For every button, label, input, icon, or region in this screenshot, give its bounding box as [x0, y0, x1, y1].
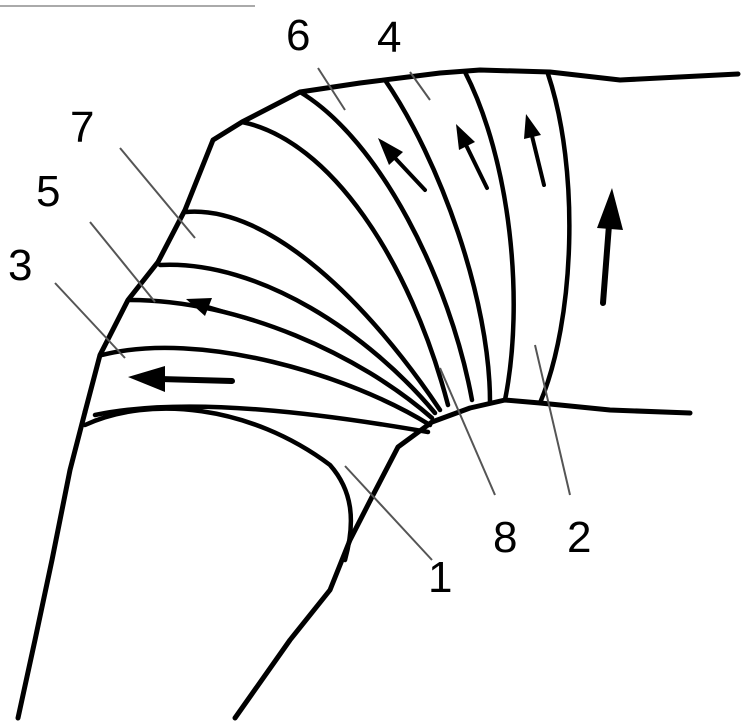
label-6: 6 — [286, 11, 310, 60]
arrow-straight-section — [597, 188, 623, 303]
arrow-segment-4 — [456, 124, 487, 188]
leader-1 — [345, 466, 432, 560]
label-2: 2 — [567, 513, 591, 562]
label-1: 1 — [428, 553, 452, 602]
label-5: 5 — [36, 167, 60, 216]
label-4: 4 — [377, 13, 401, 62]
segment-seams — [85, 72, 569, 560]
leader-3 — [55, 283, 125, 358]
arrow-segment-3 — [128, 366, 232, 392]
arrow-segment-5 — [186, 298, 252, 320]
label-8: 8 — [493, 513, 517, 562]
leader-5 — [90, 222, 155, 302]
label-3: 3 — [8, 241, 32, 290]
label-7: 7 — [70, 103, 94, 152]
leader-7 — [120, 148, 195, 238]
arrow-segment-top — [524, 114, 544, 185]
number-labels: 1 2 3 4 5 6 7 8 — [8, 11, 591, 602]
